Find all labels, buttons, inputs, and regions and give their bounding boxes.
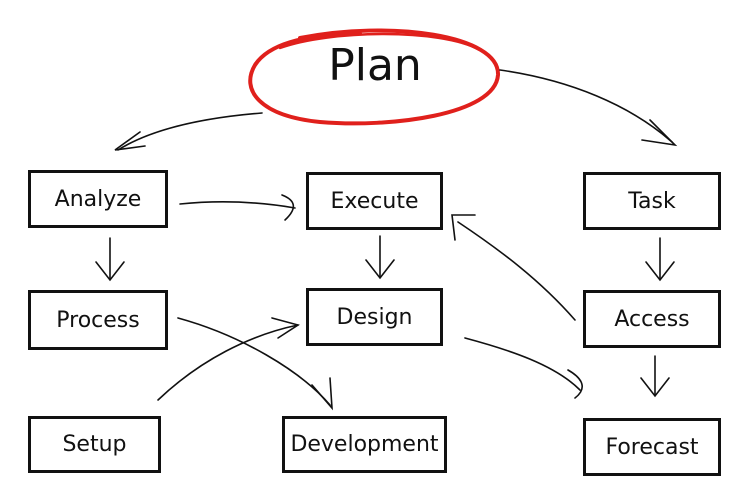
node-task: Task bbox=[583, 172, 721, 230]
node-design: Design bbox=[306, 288, 443, 346]
arrow-task-to-access bbox=[645, 237, 675, 282]
node-setup: Setup bbox=[28, 416, 161, 473]
plan-ellipse bbox=[248, 28, 501, 126]
arrow-setup-to-design bbox=[157, 317, 300, 401]
arrow-design-to-forecast bbox=[464, 337, 583, 399]
arrow-analyze-to-process bbox=[95, 237, 125, 282]
arrow-execute-to-design bbox=[365, 235, 395, 280]
node-development: Development bbox=[282, 416, 447, 473]
arrow-access-to-execute bbox=[451, 214, 576, 321]
node-execute: Execute bbox=[306, 172, 443, 230]
node-access: Access bbox=[583, 290, 721, 348]
arrow-process-to-development bbox=[177, 317, 333, 411]
arrow-plan-to-task bbox=[499, 69, 678, 147]
node-analyze: Analyze bbox=[28, 170, 168, 228]
node-process: Process bbox=[28, 290, 168, 350]
arrow-plan-to-analyze bbox=[114, 112, 263, 151]
arrow-analyze-to-execute bbox=[179, 194, 296, 221]
node-forecast: Forecast bbox=[583, 418, 721, 476]
arrow-access-to-forecast bbox=[640, 355, 670, 398]
plan-title: Plan bbox=[328, 40, 422, 91]
